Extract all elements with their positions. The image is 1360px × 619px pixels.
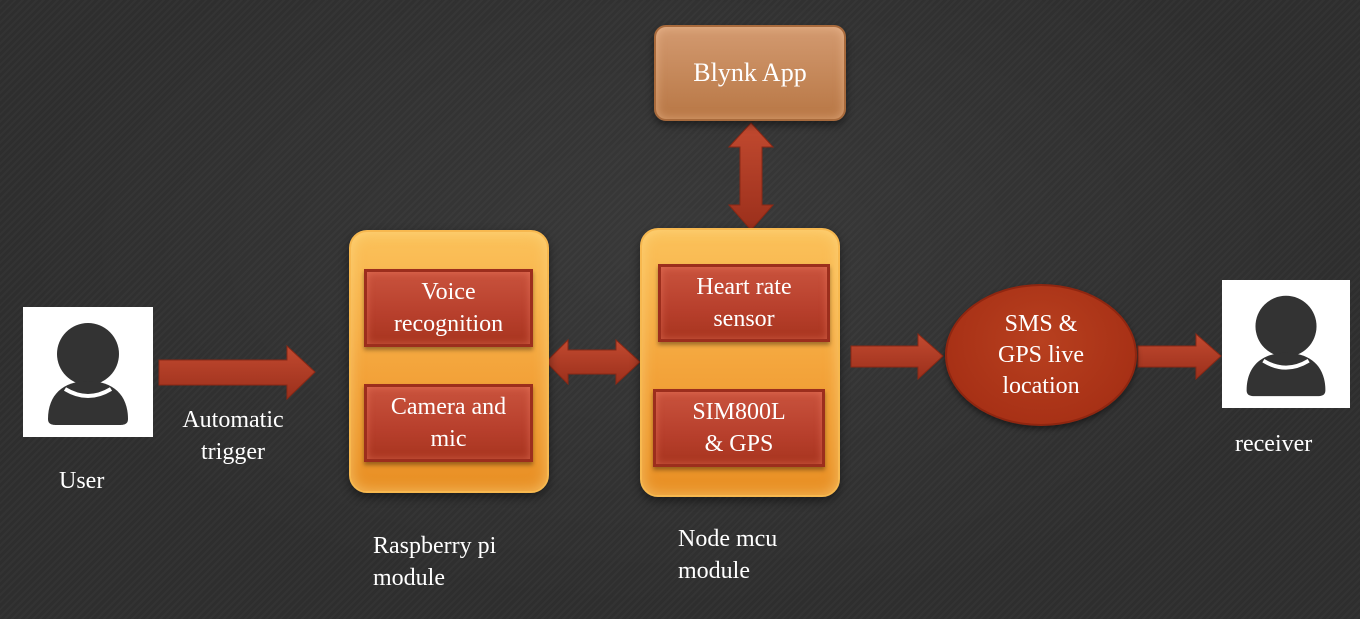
blynk-label: Blynk App [693, 58, 807, 87]
sim-line-2: & GPS [704, 431, 774, 457]
trigger-label-line-2: trigger [201, 439, 265, 465]
user-label: User [59, 468, 105, 494]
arrow-nodemcu-blynk [727, 122, 775, 231]
sms-gps-location-ellipse: SMS & GPS live location [945, 284, 1137, 426]
camera-line-1: Camera and [390, 394, 507, 420]
nodemcu-label: Node mcu module [678, 523, 777, 587]
trigger-label-line-1: Automatic [182, 407, 284, 433]
arrow-raspberry-nodemcu [545, 338, 641, 386]
voice-line-1: Voice [421, 279, 476, 305]
receiver-label: receiver [1235, 431, 1313, 457]
arrow-sms-to-receiver [1137, 332, 1222, 381]
heart-line-1: Heart rate [696, 274, 792, 300]
raspberry-label-line-2: module [373, 565, 445, 591]
camera-line-2: mic [430, 426, 467, 452]
user-person-icon [23, 307, 153, 437]
heart-line-2: sensor [713, 306, 775, 332]
blynk-app-box: Blynk App [654, 25, 846, 121]
sms-line-1: SMS & [1004, 310, 1078, 337]
arrow-user-to-raspberry [158, 344, 316, 401]
sim-line-1: SIM800L [692, 399, 786, 425]
nodemcu-label-line-2: module [678, 558, 750, 584]
voice-recognition-box: Voice recognition [364, 269, 533, 347]
camera-mic-box: Camera and mic [364, 384, 533, 462]
raspberry-label-line-1: Raspberry pi [373, 533, 497, 559]
heart-rate-sensor-box: Heart rate sensor [658, 264, 830, 342]
raspberry-label: Raspberry pi module [373, 530, 496, 594]
sms-line-2: GPS live [997, 341, 1084, 368]
voice-line-2: recognition [393, 311, 504, 337]
trigger-label: Automatic trigger [170, 404, 296, 468]
nodemcu-label-line-1: Node mcu [678, 526, 778, 552]
sim800l-gps-box: SIM800L & GPS [653, 389, 825, 467]
arrow-nodemcu-to-sms [850, 332, 944, 381]
sms-line-3: location [1002, 372, 1080, 399]
receiver-person-icon [1222, 280, 1350, 408]
